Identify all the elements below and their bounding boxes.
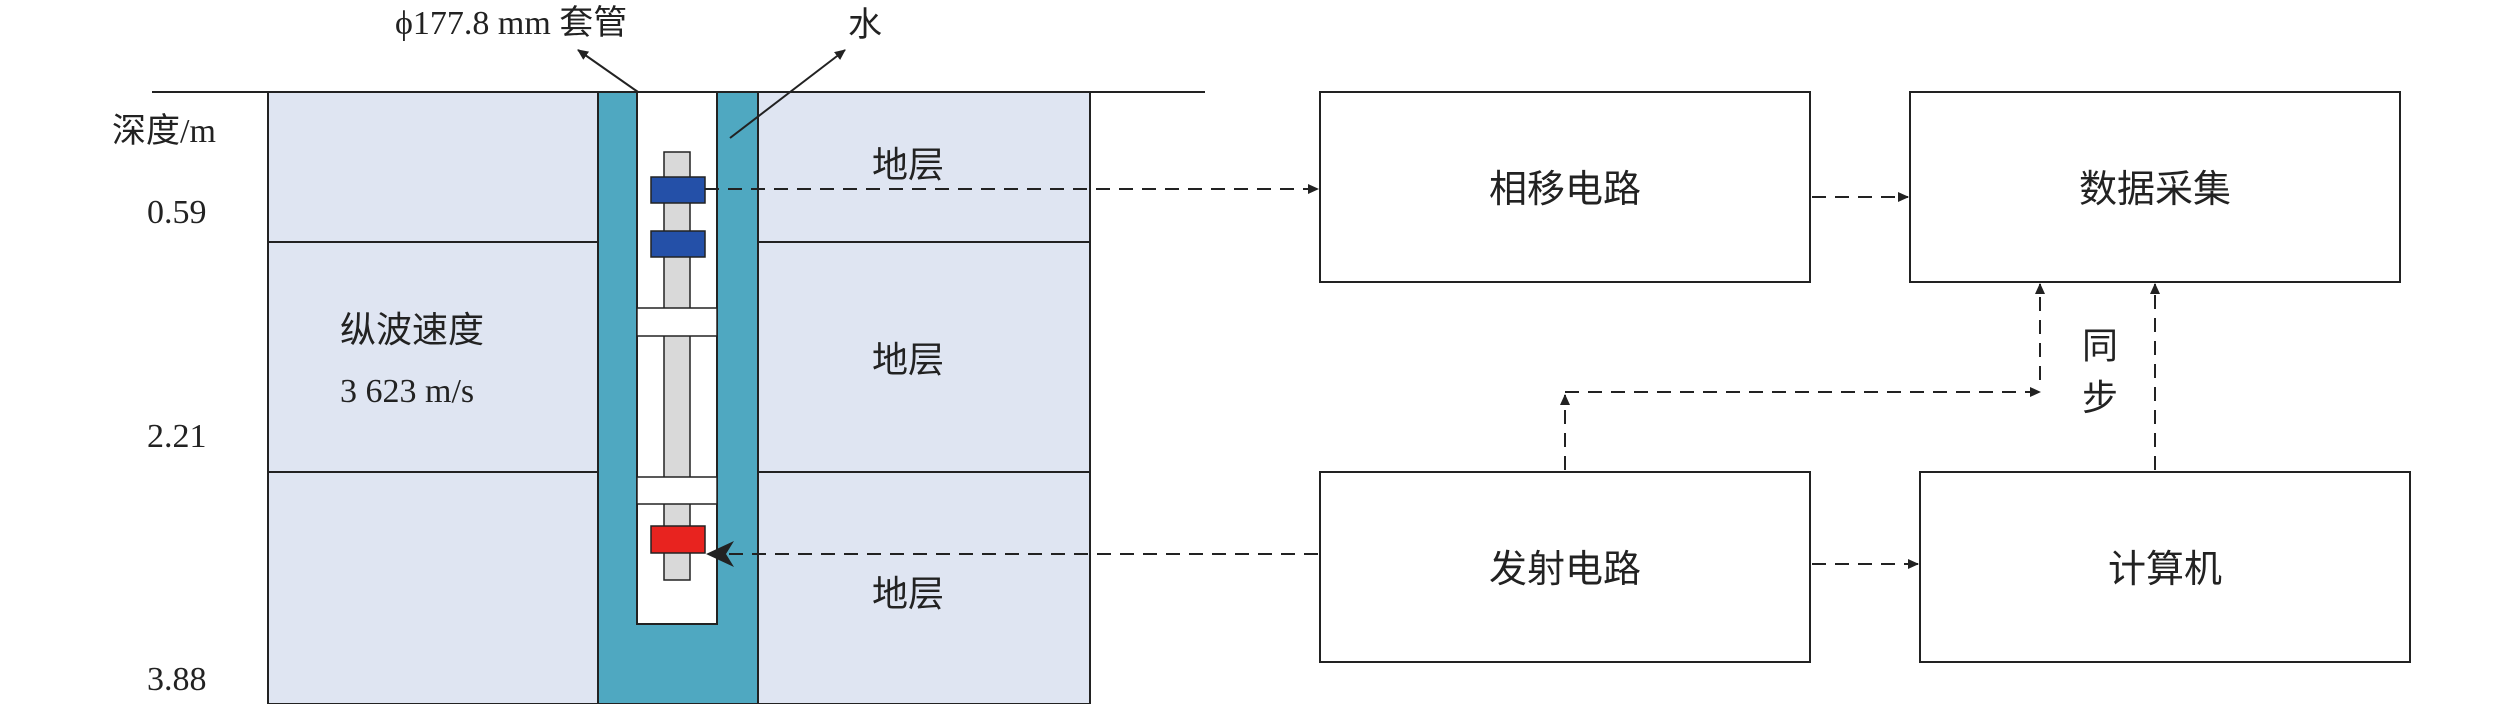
centralizer-2 xyxy=(636,476,718,505)
sync-label-2: 步 xyxy=(2082,378,2118,419)
stratum-right-3 xyxy=(757,471,1091,704)
stratum-right-2 xyxy=(757,241,1091,473)
transmit-box xyxy=(1319,471,1811,663)
phase-shift-label: 相移电路 xyxy=(1489,167,1641,211)
logging-tool xyxy=(636,151,718,581)
water-label: 水 xyxy=(848,5,882,45)
stratum-left-3 xyxy=(267,471,599,704)
velocity-value: 3 623 m/s xyxy=(340,373,474,410)
sync-label-1: 同 xyxy=(2082,326,2118,367)
stratum-label-3: 地层 xyxy=(872,574,944,615)
receiver-1 xyxy=(650,176,706,204)
velocity-title: 纵波速度 xyxy=(340,310,484,351)
stratum-left-1 xyxy=(267,91,599,243)
computer-label: 计算机 xyxy=(2108,547,2222,591)
transmitter xyxy=(650,525,706,554)
stratum-right-1 xyxy=(757,91,1091,243)
stratum-label-1: 地层 xyxy=(872,145,944,186)
tool-rod xyxy=(663,151,691,581)
data-acquisition-label: 数据采集 xyxy=(2079,167,2231,211)
computer-box xyxy=(1919,471,2411,663)
stratum-left-2 xyxy=(267,241,599,473)
stratum-label-2: 地层 xyxy=(872,340,944,381)
depth-value-2: 2.21 xyxy=(147,418,207,455)
transmit-label: 发射电路 xyxy=(1489,547,1641,591)
depth-value-1: 0.59 xyxy=(147,194,207,231)
depth-value-3: 3.88 xyxy=(147,661,207,698)
water-pointer-arrow xyxy=(729,49,846,139)
signal-arrows xyxy=(705,184,2160,569)
centralizer-1 xyxy=(636,307,718,337)
casing-pointer-arrow xyxy=(577,49,639,93)
receiver-2 xyxy=(650,230,706,258)
strata-column xyxy=(267,91,1091,704)
depth-header: 深度/m xyxy=(112,112,216,150)
phase-shift-box xyxy=(1319,91,1811,283)
data-acquisition-box xyxy=(1909,91,2401,283)
casing-label: ϕ177.8 mm 套管 xyxy=(395,4,627,42)
